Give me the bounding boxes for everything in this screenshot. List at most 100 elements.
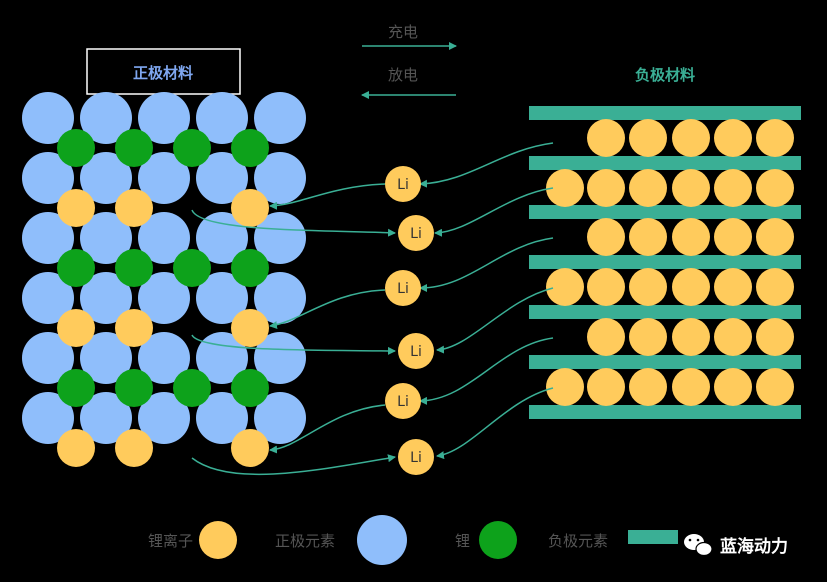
li-ion-label: Li — [397, 177, 409, 193]
li-ion-label: Li — [397, 281, 409, 297]
lithium-ion-circle — [115, 309, 153, 347]
anode-lithium-ion-circle — [714, 169, 752, 207]
anode-lithium-ion-circle — [587, 368, 625, 406]
legend-label-anode-element: 负极元素 — [548, 532, 608, 550]
anode-lithium-ion-circle — [714, 218, 752, 256]
li-ion-label: Li — [410, 450, 422, 466]
cathode-element-circle — [80, 212, 132, 264]
anode-lithium-ion-circle — [629, 169, 667, 207]
lithium-circle — [231, 249, 269, 287]
anode-layer — [529, 405, 801, 419]
li-ion-label: Li — [397, 394, 409, 410]
legend-label-cathode-element: 正极元素 — [275, 532, 335, 550]
li-ion-circle — [385, 166, 421, 202]
cathode-element-circle — [196, 272, 248, 324]
cathode-element-circle — [22, 332, 74, 384]
cathode-element-circle — [22, 92, 74, 144]
li-ion-circle — [398, 215, 434, 251]
electrolyte-li-ion: Li — [385, 270, 421, 306]
migration-arrow — [419, 337, 554, 405]
cathode-element-circle — [196, 332, 248, 384]
cathode-element-circle — [138, 152, 190, 204]
lithium-circle — [115, 249, 153, 287]
anode-lithium-ion-circle — [672, 268, 710, 306]
electrolyte-li-ion: Li — [398, 215, 434, 251]
lithium-ion-circle — [115, 429, 153, 467]
lithium-ion-circle — [57, 189, 95, 227]
anode-lithium-ion-circle — [756, 268, 794, 306]
cathode-element-circle — [80, 332, 132, 384]
li-ion-circle — [398, 439, 434, 475]
anode-layer — [529, 106, 801, 120]
blue-circle-icon — [357, 515, 407, 565]
migration-arrow — [191, 209, 396, 237]
anode-lithium-ion-circle — [629, 268, 667, 306]
lithium-ion-circle — [115, 189, 153, 227]
cathode-element-circle — [22, 152, 74, 204]
cathode-element-circle — [138, 272, 190, 324]
lithium-circle — [57, 249, 95, 287]
migration-arrow — [434, 187, 554, 237]
anode-lithium-ion-circle — [672, 368, 710, 406]
migration-arrow — [269, 404, 386, 454]
cathode-element-circle — [254, 92, 306, 144]
electrolyte-li-ion: Li — [398, 333, 434, 369]
anode-lithium-ion-circle — [756, 169, 794, 207]
anode-lithium-ion-circle — [629, 368, 667, 406]
charge-label: 充电 — [388, 23, 418, 41]
li-ion-circle — [385, 383, 421, 419]
anode-lithium-ion-circle — [714, 318, 752, 356]
cathode-element-circle — [22, 272, 74, 324]
anode-lithium-ion-circle — [587, 119, 625, 157]
anode-layer — [529, 205, 801, 219]
lithium-ion-circle — [57, 429, 95, 467]
brand-name: 蓝海动力 — [720, 536, 788, 557]
migration-arrows — [191, 142, 554, 476]
cathode-element-circle — [80, 392, 132, 444]
anode-title: 负极材料 — [635, 66, 695, 84]
migration-arrow — [191, 454, 396, 476]
cathode-element-circle — [254, 152, 306, 204]
anode-lithium-ion-circle — [672, 218, 710, 256]
anode-lithium-ion-circle — [672, 318, 710, 356]
migration-arrow — [436, 387, 554, 460]
electrolyte-li-ion: Li — [385, 383, 421, 419]
lithium-circle — [57, 129, 95, 167]
li-ion-circle — [398, 333, 434, 369]
anode-lithium-ion-circle — [714, 368, 752, 406]
anode-lithium-ion-circle — [587, 218, 625, 256]
anode-lithium-ion-circle — [756, 119, 794, 157]
anode-layer — [529, 255, 801, 269]
cathode-title-box — [86, 48, 241, 95]
cathode-element-circle — [138, 92, 190, 144]
cathode-lattice — [22, 92, 306, 467]
anode-lithium-ion-circle — [629, 119, 667, 157]
cathode-element-circle — [22, 392, 74, 444]
cathode-element-circle — [254, 332, 306, 384]
lithium-circle — [115, 129, 153, 167]
anode-lithium-ion-circle — [546, 169, 584, 207]
lithium-circle — [57, 369, 95, 407]
cathode-element-circle — [254, 212, 306, 264]
anode-lithium-ion-circle — [756, 368, 794, 406]
anode-lithium-ion-circle — [672, 169, 710, 207]
anode-lithium-ion-circle — [714, 268, 752, 306]
anode-layer — [529, 156, 801, 170]
lithium-circle — [231, 129, 269, 167]
cathode-element-circle — [138, 332, 190, 384]
cathode-element-circle — [80, 152, 132, 204]
lithium-circle — [115, 369, 153, 407]
li-ion-circle — [385, 270, 421, 306]
wechat-icon — [684, 534, 713, 557]
anode-lithium-ion-circle — [546, 368, 584, 406]
anode-lithium-ion-circle — [756, 218, 794, 256]
anode-lithium-ion-circle — [756, 318, 794, 356]
cathode-element-circle — [22, 212, 74, 264]
legend-label-lithium-ion: 锂离子 — [148, 532, 193, 550]
anode-lithium-ion-circle — [629, 318, 667, 356]
cathode-element-circle — [138, 392, 190, 444]
legend-label-lithium: 锂 — [455, 532, 470, 550]
migration-arrow — [269, 289, 386, 330]
